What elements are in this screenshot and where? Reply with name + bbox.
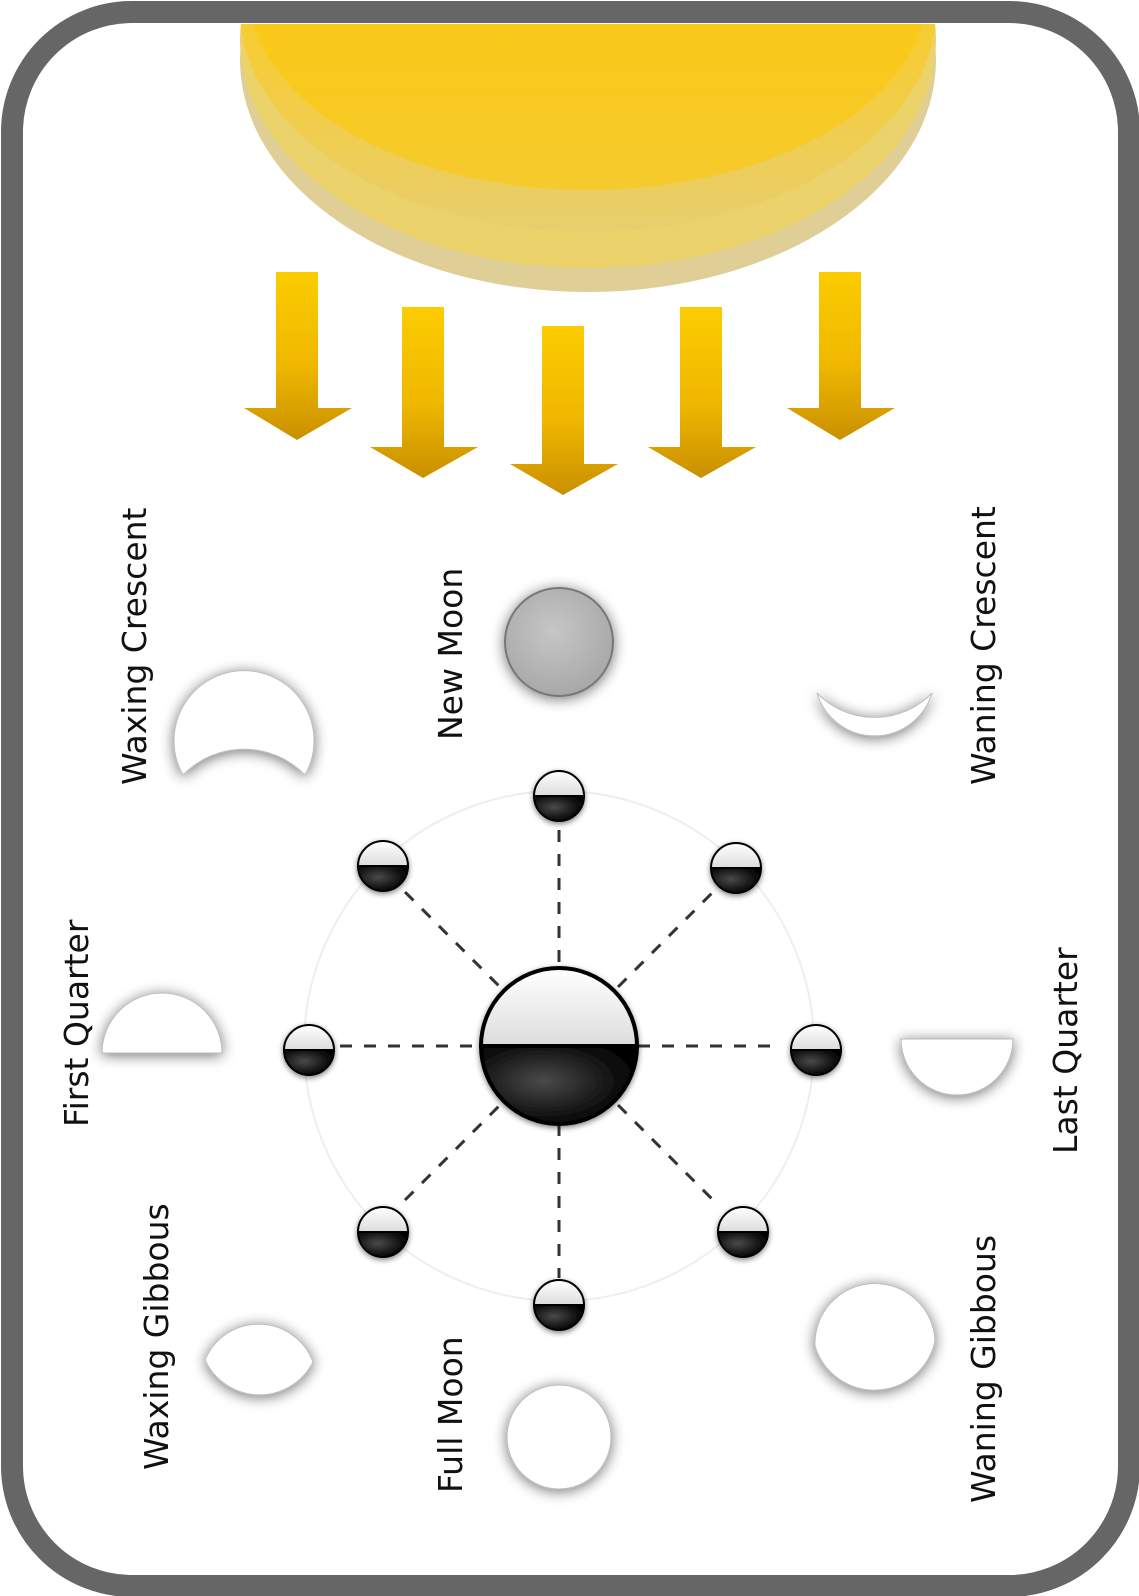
label-new-moon: New Moon bbox=[431, 568, 470, 740]
orbit-moon bbox=[716, 1206, 770, 1258]
label-waning-gibbous: Waning Gibbous bbox=[964, 1235, 1003, 1503]
last-quarter-phase bbox=[900, 1038, 1014, 1096]
label-last-quarter: Last Quarter bbox=[1046, 947, 1085, 1154]
orbit-moon bbox=[532, 1279, 586, 1331]
label-waning-crescent: Waning Crescent bbox=[964, 506, 1003, 785]
label-waxing-crescent: Waxing Crescent bbox=[115, 507, 154, 785]
new-moon-phase bbox=[504, 587, 614, 697]
orbit-moon bbox=[356, 1206, 410, 1258]
sun bbox=[240, 24, 936, 292]
waxing-gibbous-phase bbox=[204, 1323, 314, 1396]
sunlight-arrows bbox=[244, 272, 895, 495]
waning-gibbous-phase bbox=[814, 1283, 936, 1391]
arrow-down-icon bbox=[648, 307, 756, 478]
waxing-crescent-phase bbox=[173, 670, 315, 776]
orbit-moon bbox=[709, 842, 763, 894]
arrow-down-icon bbox=[510, 326, 618, 495]
label-full-moon: Full Moon bbox=[431, 1336, 470, 1493]
first-quarter-phase bbox=[101, 992, 223, 1054]
orbit-moon bbox=[789, 1024, 843, 1076]
waning-crescent-phase bbox=[816, 692, 933, 737]
arrow-down-icon bbox=[244, 272, 352, 440]
arrow-down-icon bbox=[787, 272, 895, 440]
orbit-moon bbox=[282, 1024, 336, 1076]
label-waxing-gibbous: Waxing Gibbous bbox=[137, 1203, 176, 1470]
full-moon-phase bbox=[506, 1384, 612, 1490]
orbit-moon bbox=[532, 770, 586, 822]
arrow-down-icon bbox=[370, 307, 478, 478]
label-first-quarter: First Quarter bbox=[57, 919, 96, 1127]
orbit-moon bbox=[356, 840, 410, 892]
orbit-spokes bbox=[340, 830, 782, 1278]
orbit-moons bbox=[282, 770, 843, 1331]
earth bbox=[478, 966, 640, 1126]
